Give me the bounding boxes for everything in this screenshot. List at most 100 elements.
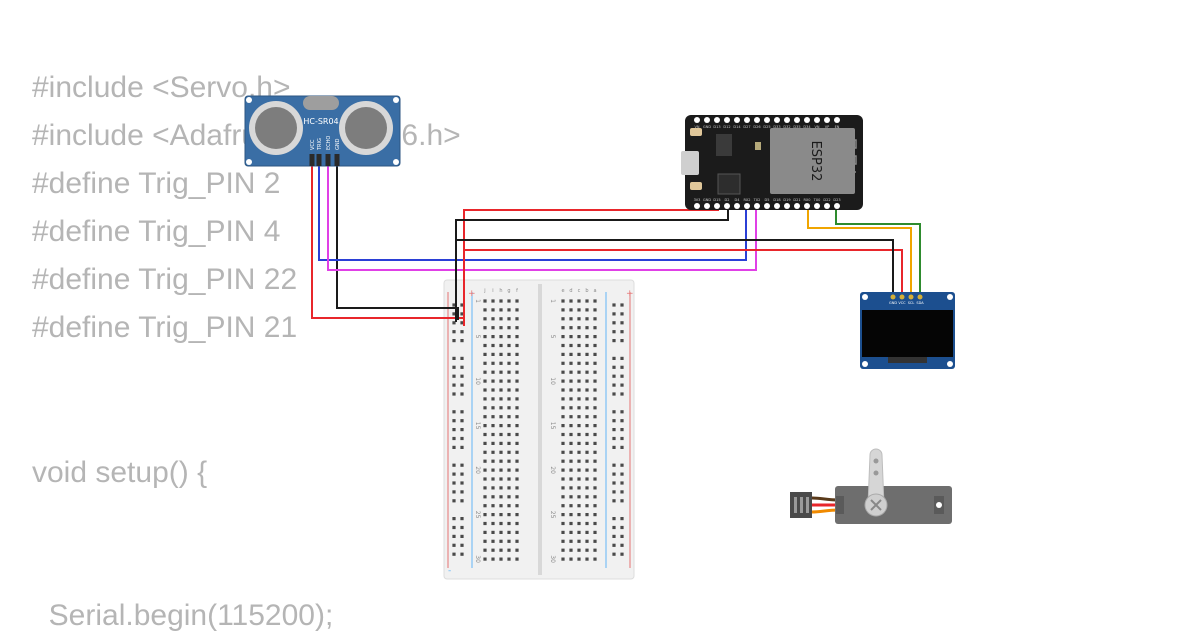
breadboard-hole[interactable] bbox=[499, 406, 503, 410]
breadboard-hole[interactable] bbox=[515, 308, 519, 312]
breadboard-hole[interactable] bbox=[577, 317, 581, 321]
breadboard-hole[interactable] bbox=[561, 326, 565, 330]
breadboard-rail-hole[interactable] bbox=[620, 303, 624, 307]
breadboard-rail-hole[interactable] bbox=[452, 330, 456, 334]
breadboard-hole[interactable] bbox=[491, 388, 495, 392]
breadboard-hole[interactable] bbox=[569, 424, 573, 428]
breadboard-hole[interactable] bbox=[561, 521, 565, 526]
breadboard-hole[interactable] bbox=[515, 486, 519, 490]
wire-esp32-scl-to-oled[interactable] bbox=[807, 206, 912, 296]
breadboard-rail-hole[interactable] bbox=[452, 392, 456, 396]
breadboard-rail-hole[interactable] bbox=[460, 428, 464, 432]
breadboard-hole[interactable] bbox=[507, 468, 511, 472]
breadboard-hole[interactable] bbox=[569, 379, 573, 383]
breadboard-hole[interactable] bbox=[561, 361, 565, 365]
breadboard-hole[interactable] bbox=[593, 548, 597, 552]
breadboard-rail-hole[interactable] bbox=[452, 365, 456, 369]
breadboard-hole[interactable] bbox=[507, 308, 511, 312]
breadboard-hole[interactable] bbox=[569, 495, 573, 499]
breadboard-hole[interactable] bbox=[507, 361, 511, 365]
breadboard-hole[interactable] bbox=[561, 513, 565, 517]
breadboard-rail-hole[interactable] bbox=[620, 410, 624, 414]
esp32-top-pin-d27[interactable] bbox=[744, 117, 750, 123]
breadboard-hole[interactable] bbox=[593, 370, 597, 374]
breadboard-hole[interactable] bbox=[577, 424, 581, 428]
breadboard-hole[interactable] bbox=[483, 379, 487, 383]
breadboard-hole[interactable] bbox=[569, 557, 573, 561]
breadboard-hole[interactable] bbox=[561, 370, 565, 374]
breadboard-hole[interactable] bbox=[515, 415, 519, 419]
esp32-bottom-pin-d5[interactable] bbox=[764, 203, 770, 209]
breadboard-rail-hole[interactable] bbox=[612, 472, 616, 476]
breadboard-rail-hole[interactable] bbox=[452, 517, 456, 521]
breadboard-hole[interactable] bbox=[483, 317, 487, 321]
breadboard-rail-hole[interactable] bbox=[452, 374, 456, 378]
wire-sensor-vcc-to-breadboard[interactable] bbox=[311, 166, 464, 319]
breadboard-hole[interactable] bbox=[499, 326, 503, 330]
breadboard-hole[interactable] bbox=[515, 388, 519, 392]
breadboard-hole[interactable] bbox=[515, 539, 519, 543]
breadboard-hole[interactable] bbox=[491, 415, 495, 419]
esp32-bottom-pin-d18[interactable] bbox=[774, 203, 780, 209]
breadboard-rail-hole[interactable] bbox=[452, 419, 456, 423]
breadboard-rail-hole[interactable] bbox=[460, 472, 464, 476]
breadboard-hole[interactable] bbox=[593, 504, 597, 508]
breadboard-rail-hole[interactable] bbox=[452, 428, 456, 432]
breadboard-rail-hole[interactable] bbox=[452, 339, 456, 343]
esp32-bottom-pin-tx2[interactable] bbox=[754, 203, 760, 209]
esp32-bottom-pin-d4[interactable] bbox=[734, 203, 740, 209]
breadboard-rail-hole[interactable] bbox=[452, 312, 456, 316]
breadboard-hole[interactable] bbox=[561, 308, 565, 312]
breadboard-rail-hole[interactable] bbox=[612, 490, 616, 494]
breadboard-hole[interactable] bbox=[569, 459, 573, 463]
breadboard-hole[interactable] bbox=[577, 450, 581, 454]
breadboard-hole[interactable] bbox=[515, 352, 519, 356]
breadboard-hole[interactable] bbox=[585, 397, 589, 401]
breadboard-rail-hole[interactable] bbox=[452, 463, 456, 467]
breadboard-hole[interactable] bbox=[515, 477, 519, 481]
breadboard-hole[interactable] bbox=[507, 335, 511, 339]
breadboard-rail-hole[interactable] bbox=[620, 534, 624, 538]
esp32-bottom-pin-d22[interactable] bbox=[824, 203, 830, 209]
oled-pin-scl[interactable] bbox=[908, 294, 914, 300]
breadboard-rail-hole[interactable] bbox=[620, 552, 624, 556]
breadboard-hole[interactable] bbox=[515, 521, 519, 526]
breadboard-hole[interactable] bbox=[561, 424, 565, 428]
breadboard-hole[interactable] bbox=[593, 397, 597, 401]
breadboard-hole[interactable] bbox=[585, 343, 589, 348]
breadboard-hole[interactable] bbox=[593, 343, 597, 348]
breadboard-hole[interactable] bbox=[499, 548, 503, 552]
breadboard-hole[interactable] bbox=[585, 370, 589, 374]
breadboard-hole[interactable] bbox=[507, 495, 511, 499]
breadboard-hole[interactable] bbox=[491, 352, 495, 356]
breadboard-hole[interactable] bbox=[499, 308, 503, 312]
esp32-bottom-pin-d19[interactable] bbox=[784, 203, 790, 209]
breadboard-hole[interactable] bbox=[561, 335, 565, 339]
breadboard-rail-hole[interactable] bbox=[452, 552, 456, 556]
breadboard-hole[interactable] bbox=[507, 557, 511, 561]
breadboard-rail-hole[interactable] bbox=[612, 534, 616, 538]
breadboard-hole[interactable] bbox=[577, 406, 581, 410]
breadboard-hole[interactable] bbox=[585, 326, 589, 330]
breadboard-hole[interactable] bbox=[499, 513, 503, 517]
breadboard-hole[interactable] bbox=[499, 370, 503, 374]
breadboard-hole[interactable] bbox=[593, 459, 597, 463]
breadboard-hole[interactable] bbox=[561, 530, 565, 534]
breadboard-rail-hole[interactable] bbox=[612, 303, 616, 307]
breadboard-hole[interactable] bbox=[585, 379, 589, 383]
esp32-top-pin-d14[interactable] bbox=[734, 117, 740, 123]
breadboard-rail-hole[interactable] bbox=[452, 543, 456, 547]
breadboard-hole[interactable] bbox=[507, 530, 511, 534]
breadboard-rail-hole[interactable] bbox=[452, 472, 456, 476]
breadboard-hole[interactable] bbox=[577, 352, 581, 356]
breadboard-hole[interactable] bbox=[569, 317, 573, 321]
breadboard-rail-hole[interactable] bbox=[620, 499, 624, 503]
breadboard-rail-hole[interactable] bbox=[620, 374, 624, 378]
breadboard-hole[interactable] bbox=[499, 459, 503, 463]
wire-breadboard-vcc-to-oled[interactable] bbox=[464, 249, 903, 296]
breadboard-hole[interactable] bbox=[507, 450, 511, 454]
breadboard-rail-hole[interactable] bbox=[620, 436, 624, 441]
breadboard-hole[interactable] bbox=[585, 308, 589, 312]
breadboard-hole[interactable] bbox=[577, 486, 581, 490]
